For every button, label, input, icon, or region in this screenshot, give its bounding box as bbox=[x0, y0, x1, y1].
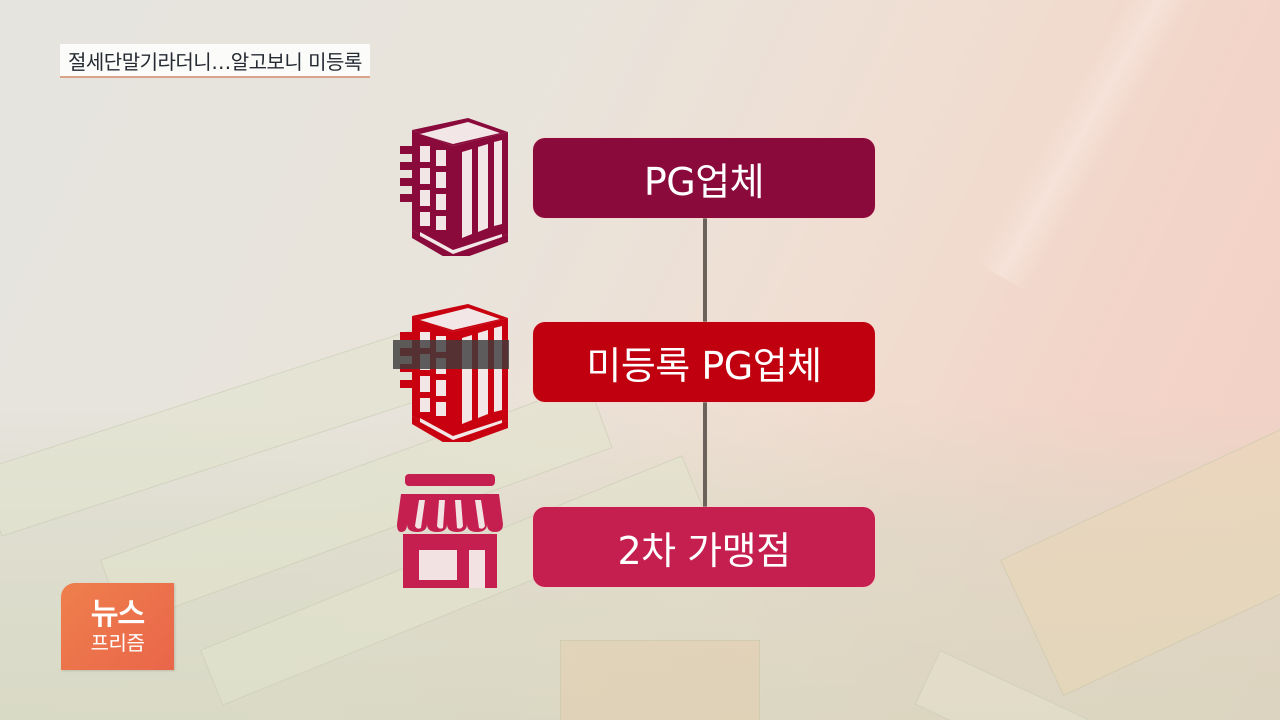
logo-sub-text: 프리즘 bbox=[90, 630, 145, 655]
building-icon bbox=[398, 116, 508, 262]
connector-line bbox=[703, 402, 707, 507]
node-label: PG업체 bbox=[643, 159, 765, 204]
node-label: 미등록 PG업체 bbox=[586, 343, 822, 388]
headline-text: 절세단말기라더니…알고보니 미등록 bbox=[68, 49, 362, 74]
node-pg-company: PG업체 bbox=[533, 138, 875, 218]
banknote-image bbox=[560, 640, 760, 720]
headline-caption: 절세단말기라더니…알고보니 미등록 bbox=[60, 44, 370, 78]
connector-line bbox=[703, 217, 707, 322]
news-prism-logo: 뉴스 프리즘 bbox=[61, 583, 174, 670]
node-unregistered-pg-company: 미등록 PG업체 bbox=[533, 322, 875, 402]
building-icon bbox=[398, 302, 508, 448]
redaction-bar bbox=[393, 340, 509, 369]
node-secondary-merchant: 2차 가맹점 bbox=[533, 507, 875, 587]
storefront-icon bbox=[397, 472, 503, 588]
logo-main-text: 뉴스 bbox=[90, 596, 145, 632]
node-label: 2차 가맹점 bbox=[617, 528, 791, 573]
